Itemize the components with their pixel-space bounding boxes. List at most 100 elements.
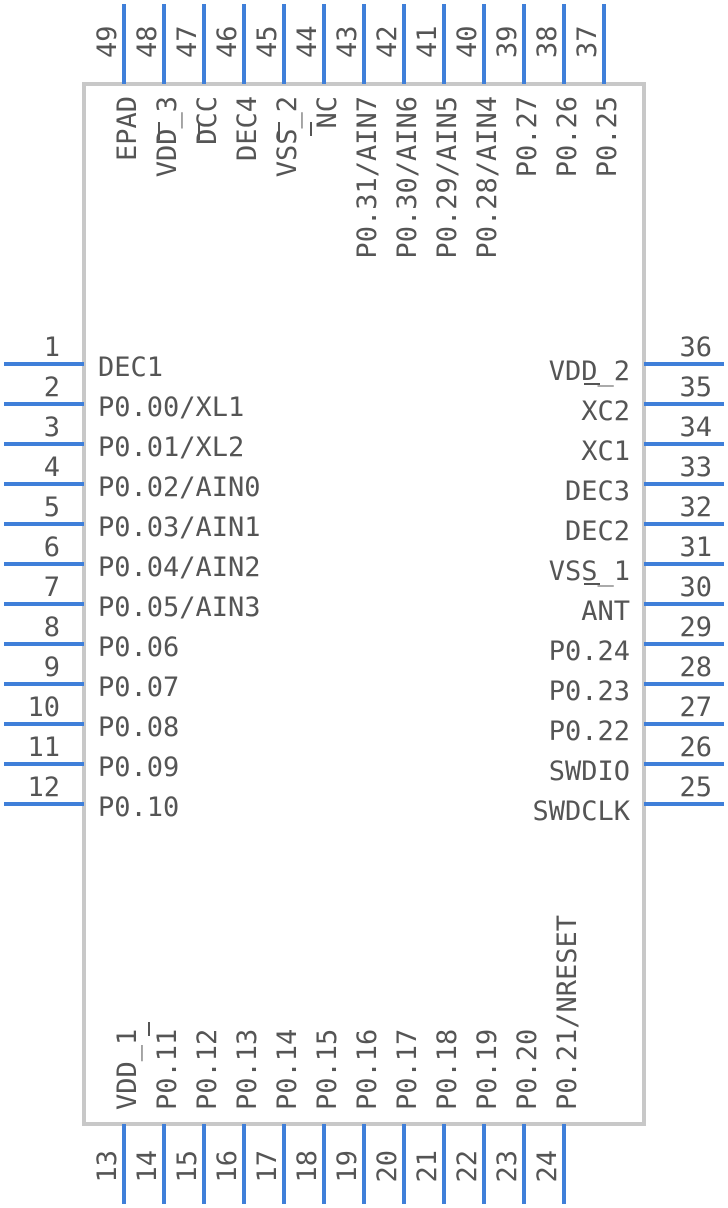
pin-number: 32 [679,492,712,523]
chip-body [82,82,646,1126]
pin-label: DEC4 [232,96,263,161]
pin-label: P0.06 [98,632,179,663]
pin-label: P0.11 [152,1029,183,1110]
pin-label: P0.07 [98,672,179,703]
pin-label: P0.17 [392,1029,423,1110]
pin-number: 34 [679,412,712,443]
pin-label: P0.00/XL1 [98,392,244,423]
pin-number: 41 [412,25,443,58]
pin-label: P0.23 [549,676,630,707]
pin-label: DCC [192,96,223,145]
pin-number: 28 [679,652,712,683]
pin-number: 24 [532,1150,563,1183]
pin-number: 47 [172,25,203,58]
pin-left-7: 7P0.05/AIN3 [4,572,261,623]
pin-number: 7 [44,572,60,603]
pin-bottom-15: 15 P0.12 [172,1029,223,1204]
pin-number: 29 [679,612,712,643]
pin-label: P0.13 [232,1029,263,1110]
pin-number: 13 [92,1150,123,1183]
pin-number: 38 [532,25,563,58]
pin-label: P0.04/AIN2 [98,552,261,583]
pin-label: P0.24 [549,636,630,667]
pin-left-8: 8P0.06 [4,612,179,663]
pin-label: P0.31/AIN7 [352,96,383,259]
pin-number: 2 [44,372,60,403]
pin-number: 36 [679,332,712,363]
pin-label: P0.02/AIN0 [98,472,261,503]
pin-number: 46 [212,25,243,58]
pin-label: VDD_3 [152,96,183,177]
pin-label: VSS_2 [272,96,303,177]
pin-number: 23 [492,1150,523,1183]
pin-label: P0.27 [512,96,543,177]
pin-number: 20 [372,1150,403,1183]
pin-number: 16 [212,1150,243,1183]
pin-left-6: 6P0.04/AIN2 [4,532,261,583]
pin-label: DEC3 [565,476,630,507]
pin-number: 10 [27,692,60,723]
pin-number: 11 [27,732,60,763]
pin-label: P0.20 [512,1029,543,1110]
pin-label: P0.25 [592,96,623,177]
pin-label: SWDCLK [532,796,630,827]
pin-number: 45 [252,25,283,58]
pin-number: 15 [172,1150,203,1183]
pin-left-3: 3P0.01/XL2 [4,412,244,463]
pin-number: 25 [679,772,712,803]
pin-label: XC1 [581,436,630,467]
pin-label: P0.22 [549,716,630,747]
pin-label: P0.12 [192,1029,223,1110]
pin-label: P0.05/AIN3 [98,592,261,623]
pin-number: 19 [332,1150,363,1183]
pin-label: P0.30/AIN6 [392,96,423,259]
pin-label: P0.28/AIN4 [472,96,503,259]
pin-number: 14 [132,1150,163,1183]
pin-number: 12 [27,772,60,803]
pin-number: 49 [92,25,123,58]
pin-label: VDD_1 [112,1029,143,1110]
pin-number: 3 [44,412,60,443]
pin-left-2: 2P0.00/XL1 [4,372,244,423]
pin-label: P0.01/XL2 [98,432,244,463]
pin-label: P0.26 [552,96,583,177]
pins-layer: 1DEC12P0.00/XL13P0.01/XL24P0.02/AIN05P0.… [4,4,724,1204]
pin-number: 4 [44,452,60,483]
pin-label: P0.14 [272,1029,303,1110]
pin-number: 8 [44,612,60,643]
pin-number: 42 [372,25,403,58]
pin-label: P0.08 [98,712,179,743]
pin-number: 37 [572,25,603,58]
pin-number: 5 [44,492,60,523]
pin-label: P0.19 [472,1029,503,1110]
pin-number: 48 [132,25,163,58]
pin-number: 31 [679,532,712,563]
pin-number: 9 [44,652,60,683]
pin-label: VSS_1 [549,556,630,587]
pin-number: 21 [412,1150,443,1183]
pin-label: P0.10 [98,792,179,823]
pin-bottom-13: 13 VDD_1 [92,1029,143,1204]
